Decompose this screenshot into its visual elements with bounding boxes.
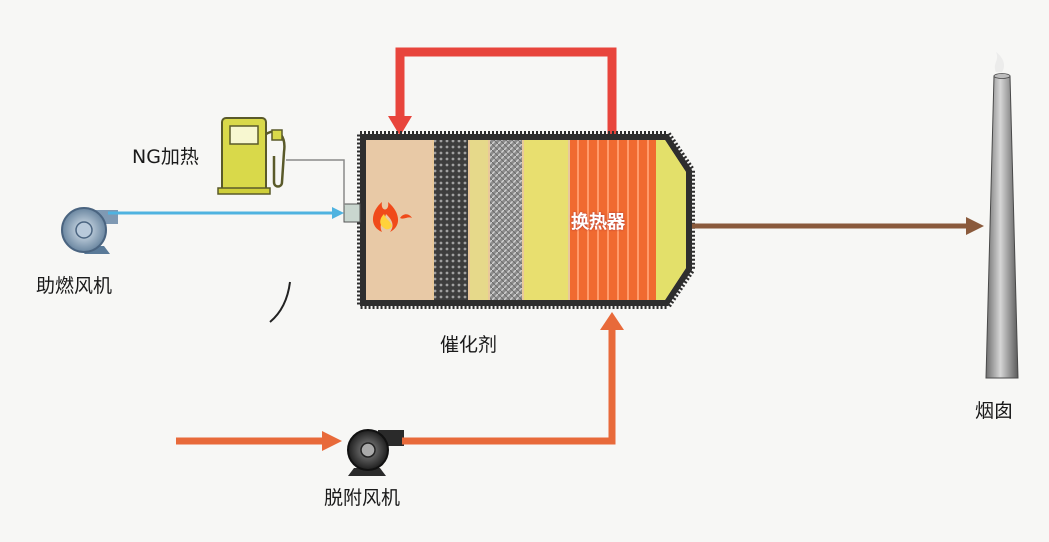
gap-layer-2 (524, 140, 568, 300)
reactor-vessel (357, 131, 695, 309)
desorption-pipe (402, 324, 616, 445)
ng-line (286, 159, 345, 206)
air-arrow (332, 207, 344, 219)
catalyst-layer-2 (490, 140, 522, 300)
outlet-cone (656, 140, 686, 300)
flame-icon (372, 202, 412, 232)
catalyst-layer-1 (434, 140, 468, 300)
ng-heating-label: NG加热 (132, 146, 199, 168)
catalyst-label: 催化剂 (440, 334, 498, 356)
desorption-fan-icon (347, 429, 404, 476)
heat-exchanger-block (570, 140, 656, 300)
fuel-pump-icon (217, 117, 286, 195)
desorption-fan-label: 脱附风机 (324, 487, 401, 509)
exhaust-arrow (966, 217, 984, 235)
pen-mark (269, 281, 291, 323)
gap-layer-1 (470, 140, 488, 300)
combustion-fan-label: 助燃风机 (36, 275, 113, 297)
desorption-inlet-arrow (322, 431, 342, 451)
chimney-label: 烟囱 (975, 400, 1014, 422)
chimney-icon (985, 52, 1019, 379)
recirculation-arrow (388, 116, 412, 136)
recirculation-pipe (388, 47, 617, 142)
burner-nozzle (343, 203, 361, 223)
fan-icon (61, 207, 118, 254)
desorption-up-arrow (600, 312, 624, 330)
heat-exchanger-label: 换热器 (571, 212, 625, 233)
